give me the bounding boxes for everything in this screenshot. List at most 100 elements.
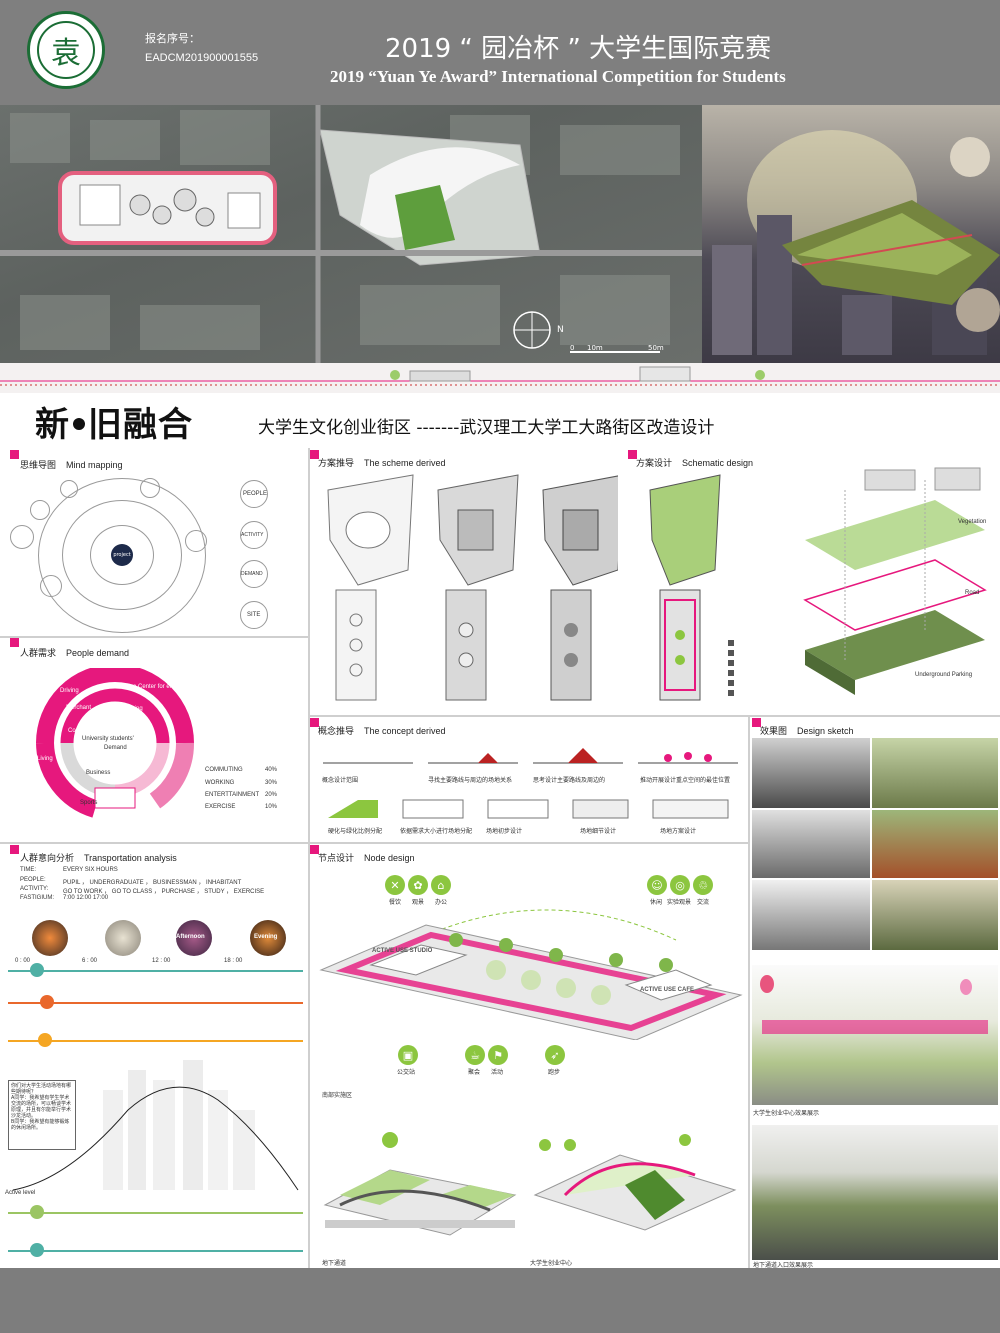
icon-communication-label: 交流 (697, 900, 710, 906)
photo-dawn (32, 920, 68, 956)
header-bar: 袁 报名序号： EADCM201900001555 2019 “ 园冶杯 ” 大… (0, 0, 1000, 105)
scheme-heading: 方案推导 The scheme derived (318, 456, 446, 469)
stat-entertainment-value: 20% (265, 792, 278, 798)
site-plan-aerial: N 0 10m 50m (0, 105, 702, 363)
node-caption-underpass: 地下通道 (322, 1261, 347, 1267)
design-legend (728, 640, 768, 700)
photo-morning (105, 920, 141, 956)
north-arrow-label: N (557, 325, 564, 335)
stat-working-label: WORKING (205, 780, 235, 786)
mind-node-activity: ACTIVITY (241, 532, 264, 538)
icon-dining-label: 餐饮 (389, 900, 402, 906)
concept-heading-en: The concept derived (364, 726, 446, 736)
icon-communication: ♲ (693, 875, 713, 895)
concept-sub-3: 场地初步设计 (486, 829, 523, 835)
icon-experiment-label: 实验观景 (667, 900, 692, 906)
transport-heading: 人群意向分析 Transportation analysis (20, 851, 177, 864)
sketch-photo-5 (752, 880, 870, 950)
node-caption-center: 大学生创业中心 (530, 1261, 573, 1267)
transport-row-peak-k: FASTIGIUM: (20, 895, 55, 901)
icon-party: ☕ (465, 1045, 485, 1065)
node-axonometric (319, 909, 743, 1040)
project-title-b: 旧融合 (88, 405, 193, 445)
design-heading-en: Schematic design (682, 458, 754, 468)
transport-row-time-k: TIME: (20, 867, 36, 873)
people-tab-marker (10, 638, 19, 647)
people-label-merchant: Merchant (66, 705, 92, 711)
label-active-use-cafe: ACTIVE USE CAFE (640, 987, 695, 993)
people-label-catering: Catering (120, 706, 143, 712)
transport-heading-cn: 人群意向分析 (20, 853, 75, 863)
mind-heading-en: Mind mapping (66, 460, 123, 470)
design-tab-marker (628, 450, 637, 459)
transport-row-time-v: EVERY SIX HOURS (63, 867, 118, 873)
layer-road: Road (965, 590, 980, 596)
scheme-heading-cn: 方案推导 (318, 458, 355, 468)
sketch-heading-cn: 效果图 (760, 726, 788, 736)
title-dot-icon (73, 417, 85, 430)
stat-entertainment-label: ENTERTTAINMENT (205, 792, 260, 798)
sketch-render-entrepreneur-center (752, 965, 998, 1105)
mind-heading-cn: 思维导图 (20, 460, 57, 470)
icon-bus-stop: ▣ (398, 1045, 418, 1065)
transport-row-activity-k: ACTIVITY: (20, 886, 49, 892)
layer-underground-parking: Underground Parking (915, 672, 973, 678)
stat-commuting-value: 40% (265, 767, 278, 773)
people-ring-outer-label: Busine Center for entrepreneurship (118, 684, 212, 690)
icon-viewing: ✿ (408, 875, 428, 895)
people-demand-rings (36, 668, 195, 818)
transport-tab-marker (10, 845, 19, 854)
sketch-render-underpass (752, 1125, 998, 1260)
interview-answer-b: B同学：我希望有能够锻炼的休闲场所。 (11, 1119, 70, 1131)
scale-zero: 0 (570, 344, 575, 352)
people-label-working: Working (118, 720, 140, 726)
concept-step-3: 思考设计主要路线及周边的 (533, 778, 606, 784)
exploded-axonometric (803, 467, 987, 695)
concept-sub-4: 场地细节设计 (580, 829, 617, 835)
icon-bus-stop-label: 公交站 (397, 1070, 416, 1076)
concept-step-1: 概念设计范围 (322, 778, 359, 784)
logo-glyph: 袁 (37, 21, 95, 79)
mind-outer-ring (38, 478, 206, 633)
node-underpass-diagram (323, 1132, 517, 1236)
people-label-driving: Driving (60, 688, 79, 694)
design-plan (649, 474, 721, 701)
transport-row-peak-v: 7:00 12:00 17:00 (63, 895, 109, 901)
footer-bar (0, 1268, 1000, 1333)
mind-node-demand: DEMAND (241, 571, 263, 577)
concept-sub-5: 场地方案设计 (660, 829, 697, 835)
interview-question: 你们对大学生活动场地有哪些期待呢？ (11, 1083, 72, 1095)
photo-afternoon-label: Afternoon (176, 934, 205, 940)
photo-afternoon: Afternoon (176, 920, 212, 956)
stat-commuting-label: COMMUTING (205, 767, 243, 773)
time-6: 6 : 00 (82, 958, 98, 964)
people-label-living: Living (37, 756, 53, 762)
scale-50: 50m (648, 344, 664, 352)
concept-sub-1: 硬化与绿化比例分配 (328, 829, 383, 835)
transport-row-activity-v: GO TO WORK ， GO TO CLASS ， PURCHASE ， ST… (63, 889, 265, 895)
icon-party-label: 聚会 (468, 1070, 481, 1076)
photo-evening: Evening (250, 920, 286, 956)
icon-running: ➶ (545, 1045, 565, 1065)
title-english: 2019 “Yuan Ye Award” International Compe… (330, 67, 786, 86)
competition-logo: 袁 (27, 11, 105, 89)
time-0: 0 : 00 (15, 958, 31, 964)
scheme-heading-en: The scheme derived (364, 458, 446, 468)
node-heading-cn: 节点设计 (318, 853, 355, 863)
transport-heading-en: Transportation analysis (84, 853, 177, 863)
icon-activity: ⚑ (488, 1045, 508, 1065)
project-title: 新旧融合 (35, 397, 193, 446)
mind-node-people: PEOPLE (243, 491, 268, 497)
sketch-photo-2 (872, 738, 998, 808)
node-center-diagram (533, 1134, 737, 1231)
sketch-photo-6 (872, 880, 998, 950)
mind-heading: 思维导图 Mind mapping (20, 458, 123, 471)
interview-answer-a: A同学：我希望有学生学术交流的场所，可以畅谈学术原理，并且有尔能举行学术沙龙活动… (11, 1095, 72, 1119)
activity-curve (12, 1060, 299, 1191)
hero-images: N 0 10m 50m (0, 105, 1000, 363)
concept-tab-marker (310, 718, 319, 727)
sketch-photo-4 (872, 810, 998, 878)
site-section-strip (0, 363, 1000, 393)
